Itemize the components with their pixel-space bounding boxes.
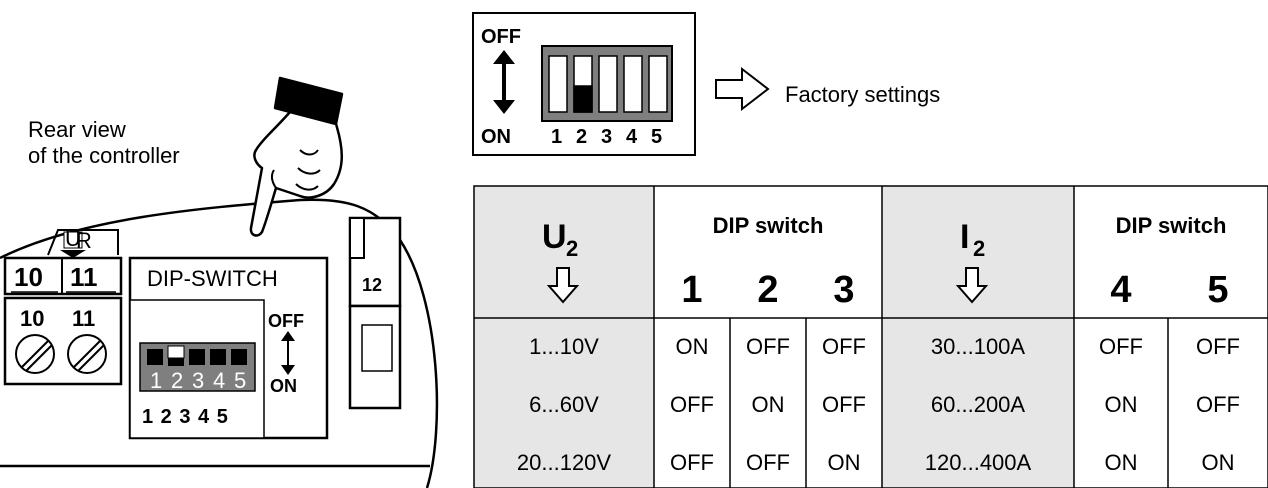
row-2-s3: OFF	[822, 392, 866, 417]
row-2-s2: ON	[752, 392, 785, 417]
row-1-s1: ON	[676, 334, 709, 359]
controller-inner-number-1: 1	[150, 368, 162, 393]
table-row: 6...60V OFF ON OFF 60...200A ON OFF	[529, 392, 1240, 417]
controller-off-on-arrow-icon	[281, 331, 295, 375]
factory-off-label: OFF	[481, 26, 521, 48]
dip-switch-table: U 2 DIP switch 1 2 3 I 2 DIP switch 4 5 …	[473, 185, 1268, 488]
terminal-11-lower-label: 11	[72, 306, 95, 331]
row-2-i2: 60...200A	[931, 392, 1026, 417]
controller-dip-switch-panel: DIP-SWITCH 1 2 3 4 5 OFF ON 1 2 3 4 5	[128, 256, 329, 440]
controller-inner-number-3: 3	[192, 368, 204, 393]
controller-inner-number-2: 2	[171, 368, 183, 393]
factory-settings-note: Factory settings	[785, 82, 940, 107]
screw-icon	[67, 334, 107, 374]
factory-number-4: 4	[626, 126, 638, 148]
screw-icon	[15, 334, 55, 374]
factory-number-5: 5	[651, 126, 662, 148]
rear-view-label-line2: of the controller	[28, 143, 180, 168]
arrow-right-icon	[715, 66, 770, 112]
row-3-i2: 120...400A	[925, 450, 1032, 475]
row-1-i2: 30...100A	[931, 334, 1026, 359]
row-2-s5: OFF	[1196, 392, 1240, 417]
dip-switch-title: DIP-SWITCH	[147, 266, 278, 291]
factory-switch-levers	[548, 55, 668, 113]
row-1-s4: OFF	[1099, 334, 1143, 359]
terminal-11-label: 11	[70, 262, 98, 292]
i2-header-subscript: 2	[973, 236, 985, 261]
u2-column-shade	[474, 186, 654, 488]
ur-terminal-marker: U R	[47, 226, 119, 258]
factory-settings-box: OFF ON 1 2 3 4 5	[472, 12, 696, 156]
table-row: 20...120V OFF OFF ON 120...400A ON ON	[517, 450, 1235, 475]
row-1-s3: OFF	[822, 334, 866, 359]
terminal-10-label: 10	[14, 262, 43, 292]
i2-header: I	[960, 218, 969, 256]
row-3-s4: ON	[1105, 450, 1138, 475]
i2-down-arrow-icon	[955, 267, 989, 304]
row-1-u2: 1...10V	[529, 334, 599, 359]
terminal-10-lower-label: 10	[20, 306, 44, 331]
factory-number-2: 2	[576, 126, 587, 148]
factory-number-1: 1	[551, 126, 562, 148]
ur-label: U	[65, 226, 81, 251]
row-3-s3: ON	[828, 450, 861, 475]
row-3-s5: ON	[1202, 450, 1235, 475]
switch-col-4: 4	[1110, 269, 1131, 311]
u2-down-arrow-icon	[546, 267, 580, 304]
terminal-12-label: 12	[362, 275, 382, 295]
ur-arrow-icon	[60, 250, 86, 258]
row-2-u2: 6...60V	[529, 392, 599, 417]
row-3-s1: OFF	[670, 450, 714, 475]
controller-housing	[0, 198, 439, 488]
row-3-u2: 20...120V	[517, 450, 612, 475]
row-3-s2: OFF	[746, 450, 790, 475]
switch-col-3: 3	[833, 269, 854, 311]
switch-col-5: 5	[1207, 269, 1228, 311]
ur-subscript: R	[76, 228, 92, 253]
terminal-block-lower: 10 11	[3, 296, 123, 386]
dip-switch-header-1: DIP switch	[713, 213, 824, 238]
controller-switch-numbers: 1 2 3 4 5	[142, 406, 229, 428]
factory-number-3: 3	[601, 126, 612, 148]
factory-off-on-arrow-icon	[493, 50, 515, 114]
row-1-s5: OFF	[1196, 334, 1240, 359]
controller-switch-levers	[147, 345, 247, 366]
controller-on-label: ON	[270, 376, 297, 396]
controller-inner-number-5: 5	[234, 368, 246, 393]
dip-switch-header-2: DIP switch	[1116, 213, 1227, 238]
terminal-12-block: 12	[348, 216, 402, 410]
i2-column-shade	[882, 186, 1074, 488]
switch-col-2: 2	[757, 269, 778, 311]
controller-inner-number-4: 4	[213, 368, 225, 393]
pointing-hand-icon	[249, 76, 344, 237]
terminal-block-upper: 10 11	[3, 256, 123, 296]
row-1-s2: OFF	[746, 334, 790, 359]
factory-on-label: ON	[481, 126, 511, 148]
row-2-s4: ON	[1105, 392, 1138, 417]
table-row: 1...10V ON OFF OFF 30...100A OFF OFF	[529, 334, 1240, 359]
row-2-s1: OFF	[670, 392, 714, 417]
u2-header-subscript: 2	[566, 236, 578, 261]
u2-header: U	[542, 218, 567, 256]
rear-view-label-line1: Rear view	[28, 117, 126, 142]
controller-off-label: OFF	[268, 311, 304, 331]
switch-col-1: 1	[681, 269, 702, 311]
